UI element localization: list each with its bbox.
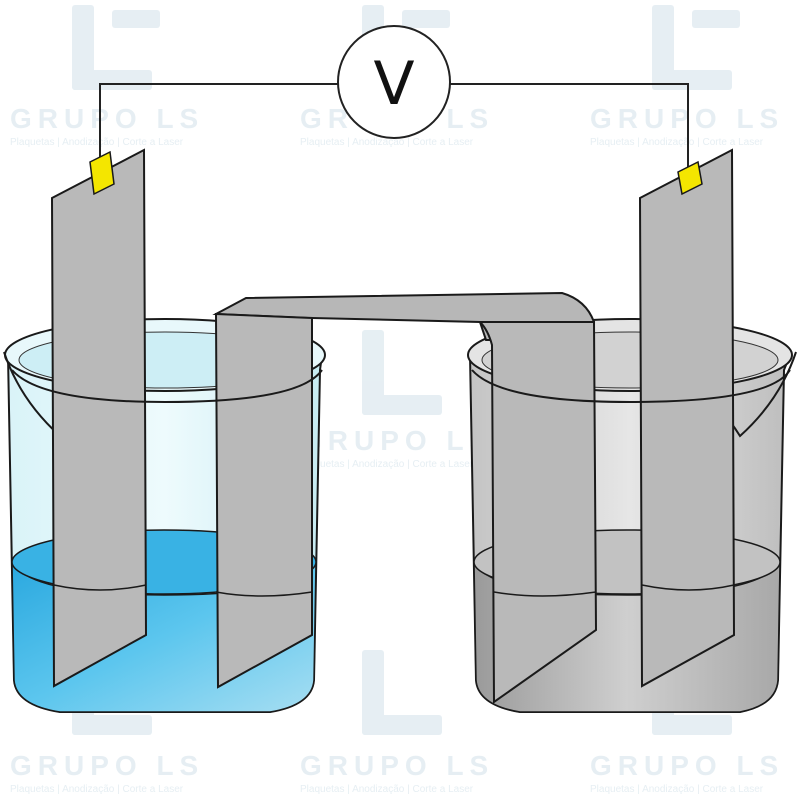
watermark-brand: GRUPO LS [10,103,204,134]
left-electrode-plate [50,148,148,688]
watermark-brand: GRUPO LS [300,425,494,456]
watermark-tagline: Plaquetas | Anodização | Corte a Laser [300,137,474,148]
right-terminal [677,160,703,196]
left-electrode [50,148,148,688]
watermark-brand: GRUPO LS [590,750,784,781]
salt-bridge-right-leg [477,321,598,704]
watermark-tagline: Plaquetas | Anodização | Corte a Laser [300,459,474,470]
right-beaker-front-rim [471,369,791,404]
right-electrode-plate [638,148,736,688]
salt-bridge [212,291,598,704]
voltmeter: V [337,25,451,139]
circuit-wire [99,83,689,172]
watermark-brand: GRUPO LS [10,750,204,781]
watermark-tagline: Plaquetas | Anodização | Corte a Laser [300,784,474,795]
watermark-tagline: Plaquetas | Anodização | Corte a Laser [10,784,184,795]
salt-bridge-left-leg [214,312,313,689]
watermark-brand: GRUPO LS [300,750,494,781]
left-beaker-front-rim [11,369,323,404]
watermark-tagline: Plaquetas | Anodização | Corte a Laser [590,784,764,795]
voltmeter-symbol: V [373,49,414,119]
watermark-brand: GRUPO LS [590,103,784,134]
watermark-tagline: Plaquetas | Anodização | Corte a Laser [590,137,764,148]
watermark-tagline: Plaquetas | Anodização | Corte a Laser [10,137,184,148]
right-electrode [638,148,736,688]
left-terminal [89,150,115,196]
